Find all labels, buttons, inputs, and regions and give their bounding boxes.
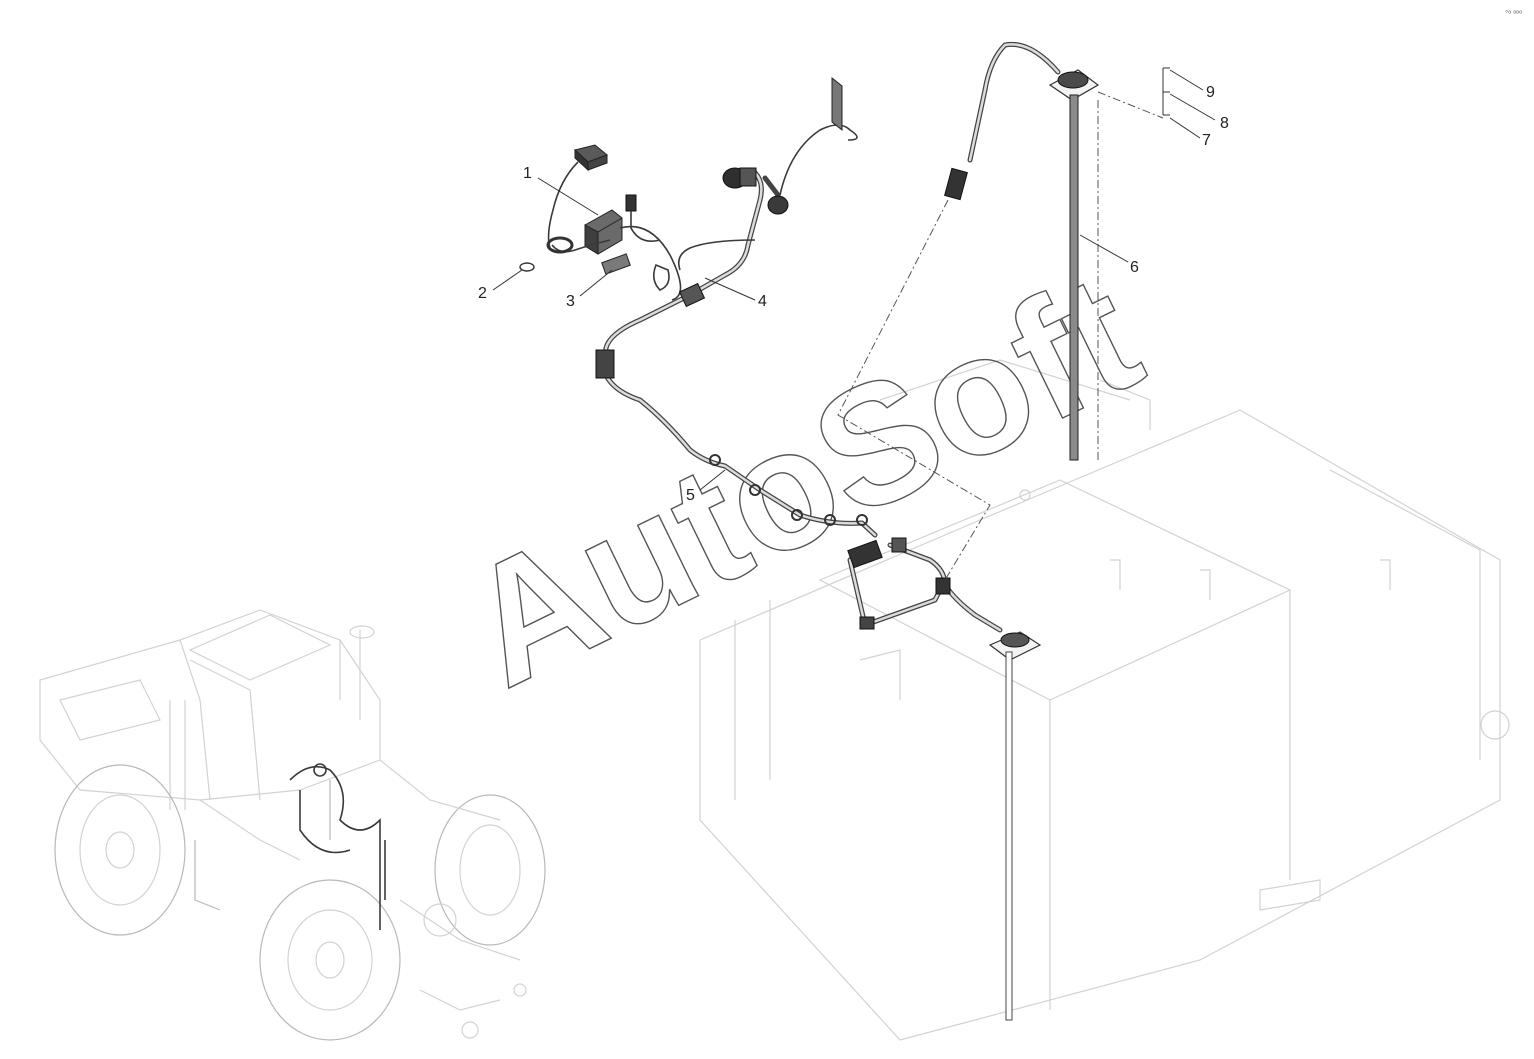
fasteners bbox=[1162, 67, 1170, 116]
washer bbox=[519, 262, 535, 272]
ghost-tank-structure bbox=[699, 359, 1510, 1041]
ghost-tractor bbox=[39, 609, 546, 1041]
callout-7: 7 bbox=[1202, 132, 1211, 149]
callout-9: 9 bbox=[1206, 84, 1215, 101]
harness-main bbox=[595, 282, 878, 538]
callouts: 1 2 3 4 5 6 7 8 9 bbox=[478, 84, 1229, 504]
callout-4: 4 bbox=[758, 293, 767, 310]
callout-3: 3 bbox=[566, 293, 575, 310]
callout-2: 2 bbox=[478, 285, 487, 302]
control-unit bbox=[546, 144, 682, 301]
callout-1: 1 bbox=[523, 165, 532, 182]
harness-upper bbox=[677, 76, 858, 298]
callout-6: 6 bbox=[1130, 259, 1139, 276]
callout-5: 5 bbox=[686, 487, 695, 504]
callout-8: 8 bbox=[1220, 115, 1229, 132]
splitter-harness bbox=[847, 537, 1042, 1021]
corner-mark: °º ººº bbox=[1505, 9, 1522, 18]
assembly-lines bbox=[837, 91, 1164, 581]
leader-lines bbox=[492, 69, 1216, 491]
fuel-level-sender bbox=[944, 41, 1100, 461]
watermark-text: AutoSoft bbox=[438, 238, 1166, 723]
